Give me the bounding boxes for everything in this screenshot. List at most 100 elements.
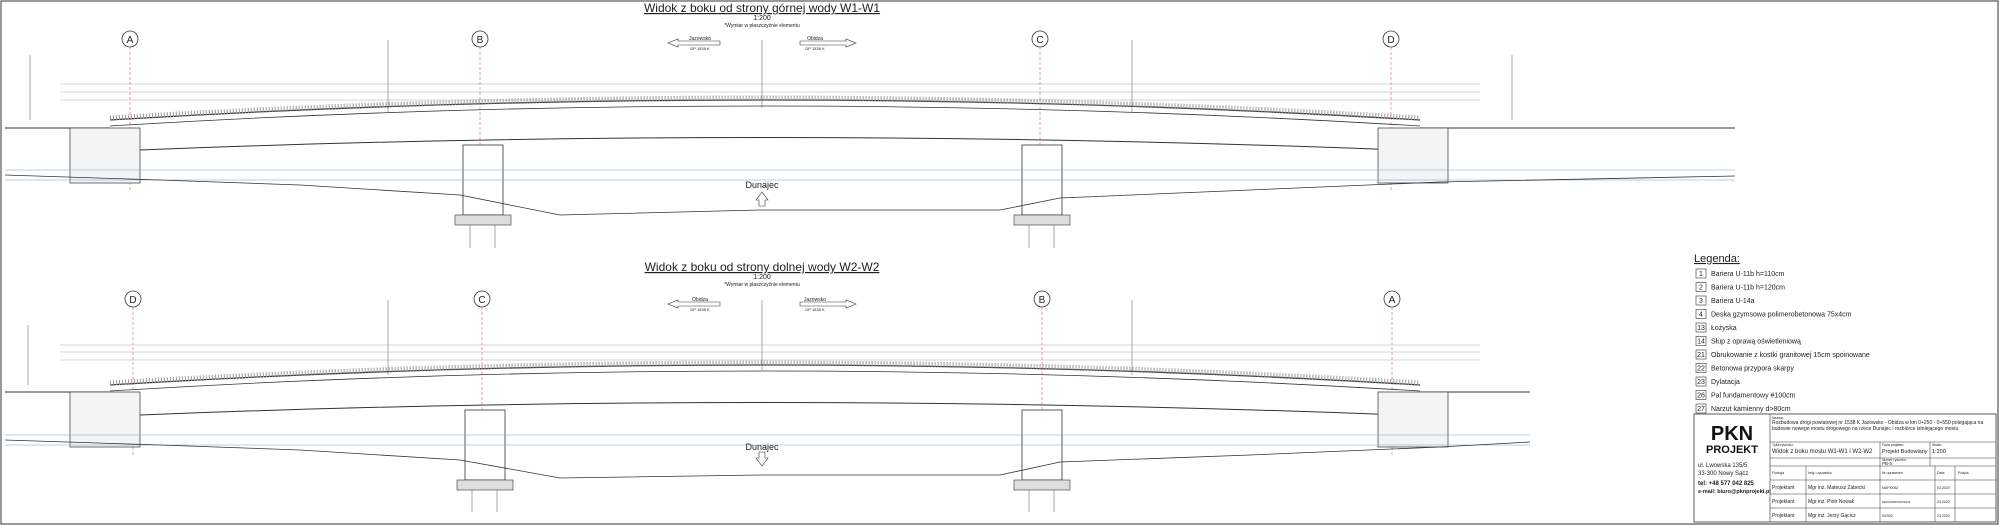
view1-girder-bottom [139, 137, 1401, 151]
label-phase: Faza projektu: [1882, 443, 1904, 447]
company-email: e-mail: biuro@pknprojekt.pl [1698, 489, 1771, 495]
head-permission: Nr uprawnień [1882, 471, 1903, 475]
view1-lamp-posts [29, 40, 1513, 120]
head-signature: Podpis [1958, 471, 1969, 475]
view2-footing-b [1013, 479, 1071, 491]
legend-item-box [1695, 268, 1707, 279]
legend-item-number: 2 [1699, 285, 1703, 292]
view2-note: *Wymiar w płaszczyźnie elementu [724, 282, 800, 288]
legend-item-label: Betonowa przypora skarpy [1711, 366, 1794, 373]
legend-item-number: 26 [1697, 393, 1705, 400]
view2-flow-arrow-icon [755, 451, 769, 467]
view2-footing-c [456, 479, 514, 491]
view2-dir-right-name: Jazowsko [804, 297, 826, 303]
view1-axis-c: C [1031, 30, 1049, 200]
legend-item-number: 3 [1699, 298, 1703, 305]
view1-cornice [109, 105, 1421, 127]
view-lower-water: Widok z boku od strony dolnej wody W2-W2… [4, 260, 1531, 512]
legend-item-box [1695, 376, 1707, 387]
legend-item-number: 21 [1697, 352, 1705, 359]
view2-title: Widok z boku od strony dolnej wody W2-W2 [645, 260, 880, 274]
label-number: Numer rysunku: [1882, 458, 1907, 462]
svg-text:Projektant: Projektant [1772, 485, 1795, 491]
legend-item-box [1695, 390, 1707, 400]
view2-dir-left-name: Obidza [692, 297, 708, 303]
view1-abutment-a [69, 127, 141, 184]
legend-item-label: Narzut kamienny d>80cm [1711, 406, 1791, 413]
view2-piles [471, 490, 1055, 512]
legend-item-label: Bariera U-11b h=110cm [1711, 271, 1785, 278]
legend-item: 27 Narzut kamienny d>80cm [1695, 403, 1791, 414]
designer-row-3: Projektant Mgr inż. Jerzy Gącicz 9/2002 … [1772, 513, 1950, 519]
legend-item: 3 Bariera U-14a [1695, 295, 1755, 306]
company-address-city: 33-300 Nowy Sącz [1698, 471, 1748, 477]
project-phase: Projekt Budowlany [1882, 449, 1928, 455]
view1-flow-arrow-icon [755, 191, 769, 207]
project-description-box: Rozbudowa drogi powiatowej nr 1538 K Jaz… [1772, 420, 1984, 432]
svg-text:C: C [1036, 35, 1043, 46]
drawing-scale: 1:200 [1932, 449, 1946, 455]
svg-text:A: A [127, 35, 134, 46]
view1-footing-c [1013, 214, 1071, 226]
legend-item-label: Słup z oprawą oświetleniową [1711, 339, 1801, 346]
legend-item-number: 4 [1699, 312, 1703, 319]
svg-text:Mgr inż. Jerzy Gącicz: Mgr inż. Jerzy Gącicz [1808, 513, 1856, 519]
legend-item-box [1695, 363, 1707, 373]
svg-text:9/2002: 9/2002 [1882, 514, 1893, 518]
view2-cornice [109, 370, 1421, 392]
label-drawing-title: Tytuł rysunku: [1772, 443, 1794, 447]
view1-footing-b [454, 214, 512, 226]
view2-dimension-lines [60, 344, 1480, 361]
view2-girder-bottom [139, 402, 1401, 416]
company-logo-bottom: PROJEKT [1706, 444, 1758, 456]
view1-dir-right-code: DP 1538 K [805, 46, 825, 51]
view1-piles [469, 225, 1055, 248]
head-name: Imię i nazwisko [1808, 471, 1832, 475]
legend-item-number: 23 [1697, 379, 1705, 386]
legend-item-number: 1 [1699, 271, 1703, 278]
legend-item-label: Pal fundamentowy #100cm [1711, 393, 1796, 400]
legend-item-box [1695, 295, 1707, 306]
view2-scale: 1:200 [753, 274, 771, 281]
view-upper-water: Widok z boku od strony górnej wody W1-W1… [4, 1, 1736, 248]
svg-text:Projektant: Projektant [1772, 513, 1795, 519]
view1-axis-b: B [471, 30, 489, 200]
view1-arrow-right-icon [799, 38, 857, 48]
view1-scale: 1:200 [753, 15, 771, 22]
svg-text:D: D [1387, 35, 1394, 46]
view2-deck-top [109, 364, 1421, 386]
view1-arrow-left-icon [667, 38, 721, 48]
legend-item: 21 Obrukowanie z kostki granitowej 15cm s… [1695, 349, 1870, 360]
legend-item: 23 Dylatacja [1695, 376, 1740, 387]
view2-axis-a: A [1383, 290, 1401, 455]
svg-text:Mgr inż. Mateusz Żabecki: Mgr inż. Mateusz Żabecki [1808, 484, 1865, 491]
legend-item-label: Obrukowanie z kostki granitowej 15cm spo… [1711, 352, 1870, 359]
view2-abutment-a [1377, 391, 1449, 448]
project-description: Rozbudowa drogi powiatowej nr 1538 K Jaz… [1772, 420, 1984, 432]
svg-text:B: B [1039, 295, 1046, 306]
legend-item: 14 Słup z oprawą oświetleniową [1695, 336, 1801, 346]
company-phone: tel: +48 577 042 825 [1698, 481, 1755, 487]
view1-note: *Wymiar w płaszczyźnie elementu [724, 23, 800, 29]
view1-title: Widok z boku od strony górnej wody W1-W1 [644, 1, 880, 15]
view1-dir-left-code: DP 1538 K [690, 46, 710, 51]
legend-item-label: Bariera U-14a [1711, 298, 1755, 305]
legend-item-label: Łożyska [1711, 325, 1737, 332]
legend-item-number: 14 [1697, 339, 1705, 346]
legend-item-box [1695, 336, 1707, 346]
svg-text:MAP/0048/PWOM/11: MAP/0048/PWOM/11 [1882, 500, 1911, 504]
view1-deck-top [109, 99, 1421, 121]
drawing-number: PB-5 [1882, 461, 1893, 466]
legend-item-label: Dylatacja [1711, 379, 1740, 386]
svg-text:03.2020: 03.2020 [1937, 486, 1950, 490]
legend-item-number: 27 [1697, 406, 1705, 413]
head-function: Funkcja [1772, 471, 1784, 475]
view2-abutment-d [69, 391, 141, 448]
legend-item-box [1695, 349, 1707, 360]
legend-item: 1 Bariera U-11b h=110cm [1695, 268, 1785, 279]
view2-dir-right-code: DP 1538 K [805, 307, 825, 312]
